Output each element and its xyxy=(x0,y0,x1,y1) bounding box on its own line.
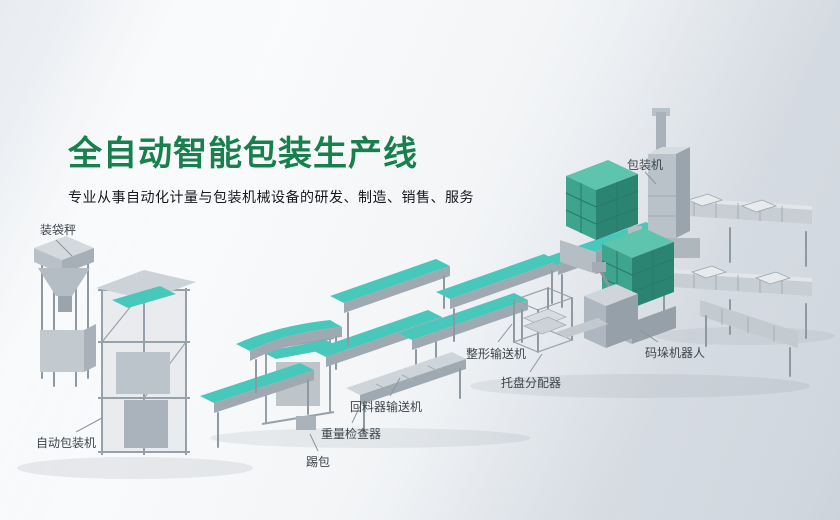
label-checkweigher: 重量检查器 xyxy=(321,427,382,441)
pallet-conveyor-bottom xyxy=(656,265,812,339)
page-title: 全自动智能包装生产线 xyxy=(68,135,418,173)
label-return-feeder-conveyor: 回料器输送机 xyxy=(350,400,423,414)
pallet-dispenser-machine xyxy=(512,287,608,353)
return-feeder-conveyor-machine xyxy=(346,352,466,435)
label-pallet-dispenser: 托盘分配器 xyxy=(501,376,562,390)
ground-shadows xyxy=(17,327,835,479)
label-leader-lines xyxy=(55,171,659,452)
label-bag-kicker: 踢包 xyxy=(306,455,331,469)
label-auto-packing-machine: 自动包装机 xyxy=(36,436,97,450)
conveyor-segment-e xyxy=(436,254,558,342)
page-subtitle: 专业从事自动化计量与包装机械设备的研发、制造、销售、服务 xyxy=(68,189,474,205)
auto-packing-machine-structure xyxy=(96,270,196,455)
label-palletizing-robot: 码垛机器人 xyxy=(645,346,706,360)
outfeed-conveyor xyxy=(700,300,798,377)
bagging-scale-machine xyxy=(34,236,96,387)
label-packing-machine: 包装机 xyxy=(627,158,664,172)
label-bagging-scale: 装袋秤 xyxy=(40,223,77,237)
label-shaping-conveyor: 整形输送机 xyxy=(466,347,527,361)
